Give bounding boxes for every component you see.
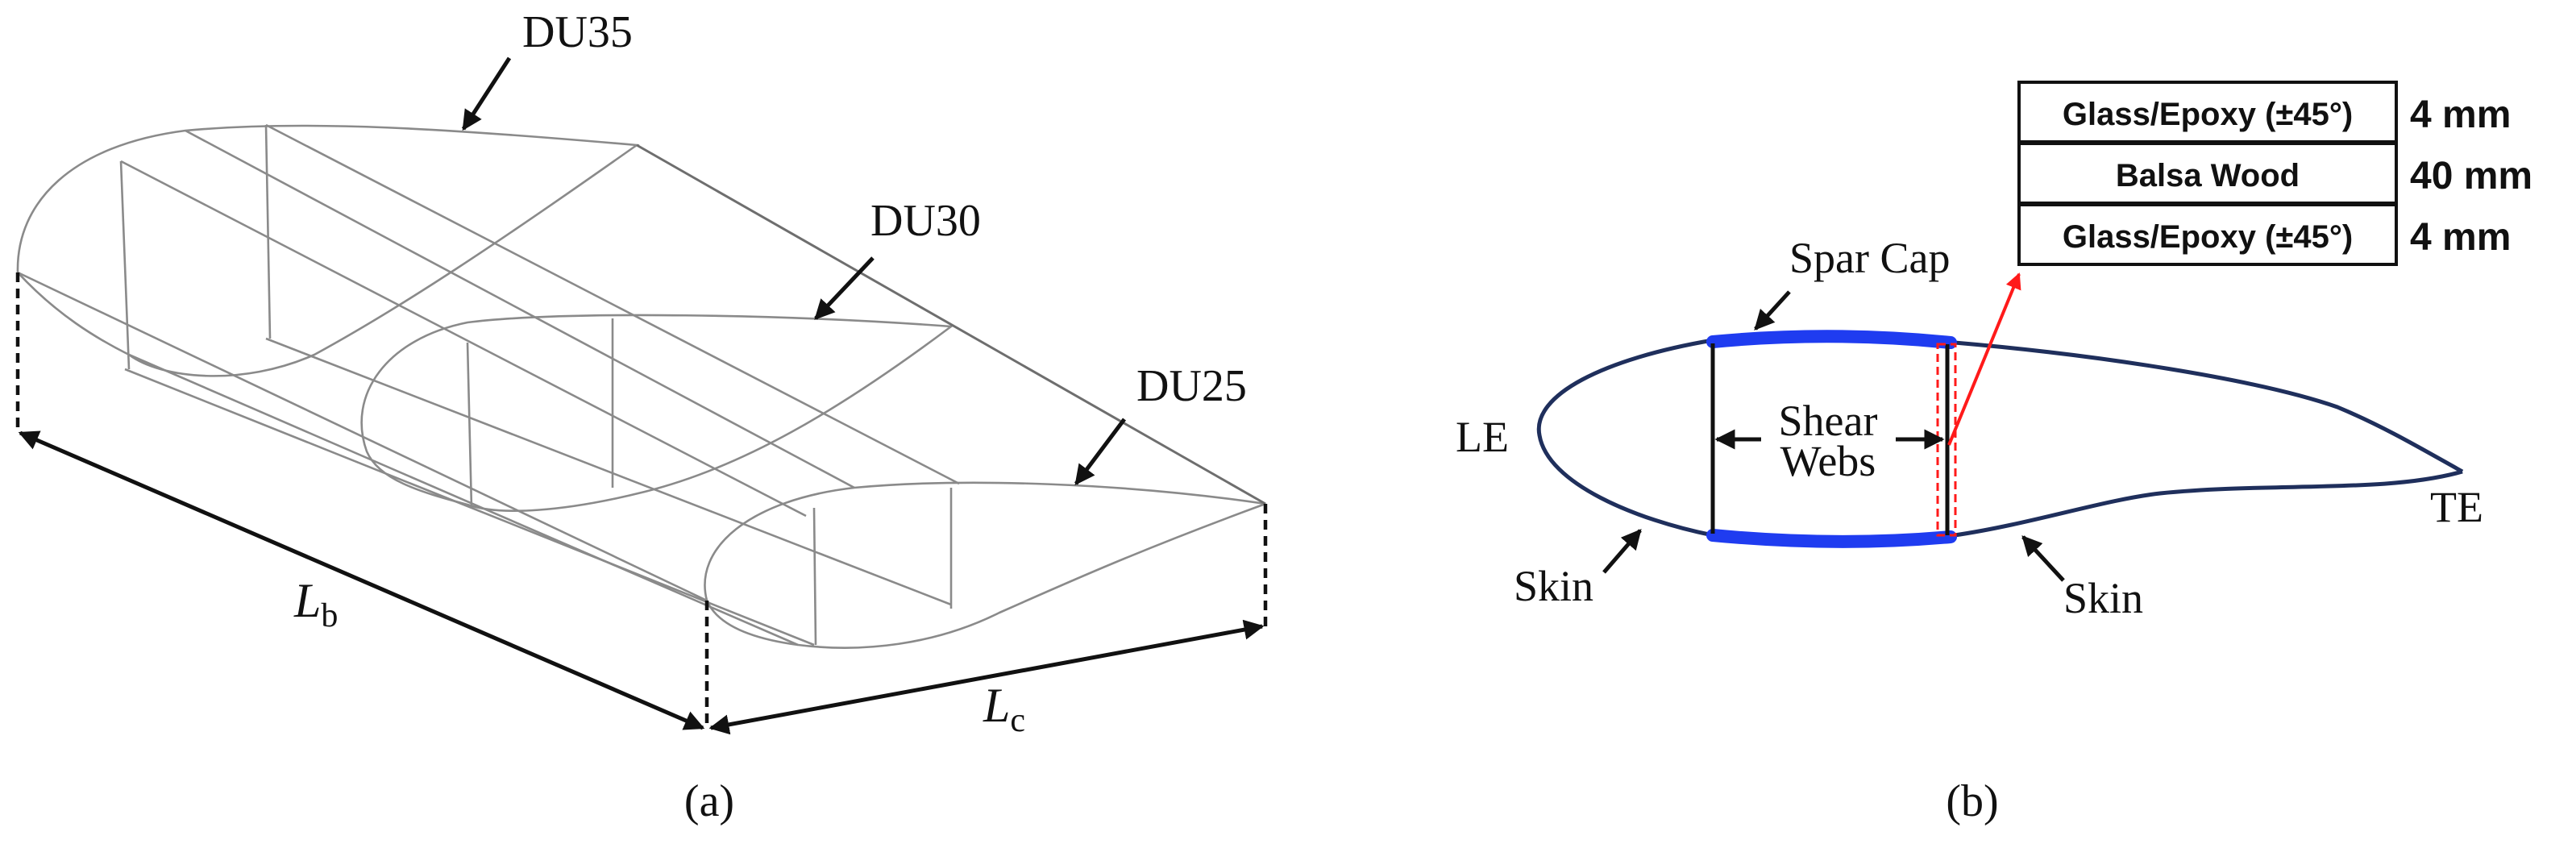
span-line	[636, 143, 1266, 505]
skin-left-pointer-arrow	[1602, 529, 1642, 574]
dimension-lb-label: Lb	[293, 574, 338, 634]
dimension-lc-label: Lc	[983, 679, 1025, 739]
du35-pointer-arrow	[461, 56, 512, 131]
dimension-lc-line	[708, 619, 1265, 735]
airfoil-outline	[1536, 335, 2464, 544]
skin-right-pointer-arrow	[2021, 535, 2065, 582]
web-line	[812, 507, 817, 646]
web-line	[466, 342, 473, 509]
du30-pointer-arrow	[814, 256, 875, 320]
panel-a-blade-segment: DU35 DU30 DU25 Lb Lc (a)	[15, 7, 1268, 826]
spar-cap-top	[1706, 330, 1957, 349]
du30-airfoil-section	[360, 314, 954, 512]
du35-label: DU35	[522, 7, 633, 57]
layup-row-2-material: Balsa Wood	[2116, 158, 2300, 193]
panel-a-label: (a)	[684, 776, 734, 826]
layup-table: Glass/Epoxy (±45°) Balsa Wood Glass/Epox…	[2017, 81, 2532, 266]
span-line	[120, 160, 807, 518]
leading-edge-label: LE	[1456, 413, 1509, 461]
span-line	[128, 353, 799, 647]
layup-row-1-material: Glass/Epoxy (±45°)	[2063, 97, 2353, 132]
spar-cap-pointer-arrow	[1754, 290, 1791, 331]
spar-cap-label: Spar Cap	[1789, 234, 1950, 282]
layup-row-2-thickness: 40 mm	[2410, 155, 2532, 197]
spar-cap-bottom	[1706, 529, 1957, 548]
web-line	[119, 160, 131, 370]
span-line	[185, 129, 855, 489]
web-line	[264, 124, 272, 339]
layup-row-1-box	[2017, 81, 2398, 143]
layup-row-2-box	[2017, 142, 2398, 205]
panel-b-label: (b)	[1946, 776, 1998, 826]
skin-left-label: Skin	[1514, 562, 1593, 610]
du35-airfoil-section	[16, 124, 640, 377]
span-line	[17, 271, 708, 602]
layup-row-1-thickness: 4 mm	[2410, 94, 2511, 136]
span-line	[265, 123, 960, 485]
du30-label: DU30	[870, 196, 981, 246]
shear-webs-label-line1: Shear	[1779, 397, 1878, 445]
layup-row-3-thickness: 4 mm	[2410, 216, 2511, 259]
dimension-lb-line	[18, 430, 705, 730]
du25-pointer-arrow	[1074, 418, 1126, 485]
layup-row-3-box	[2017, 203, 2398, 266]
layup-row-3-material: Glass/Epoxy (±45°)	[2063, 219, 2353, 255]
panel-b-cross-section: Spar Cap Shear Webs LE TE Skin Skin Glas…	[1456, 81, 2532, 826]
skin-right-label: Skin	[2063, 574, 2143, 622]
span-line	[265, 337, 952, 606]
shear-webs-label-line2: Webs	[1780, 437, 1876, 485]
layup-pointer-arrow	[1947, 272, 2021, 446]
trailing-edge-label: TE	[2430, 483, 2483, 531]
du25-label: DU25	[1136, 361, 1247, 411]
